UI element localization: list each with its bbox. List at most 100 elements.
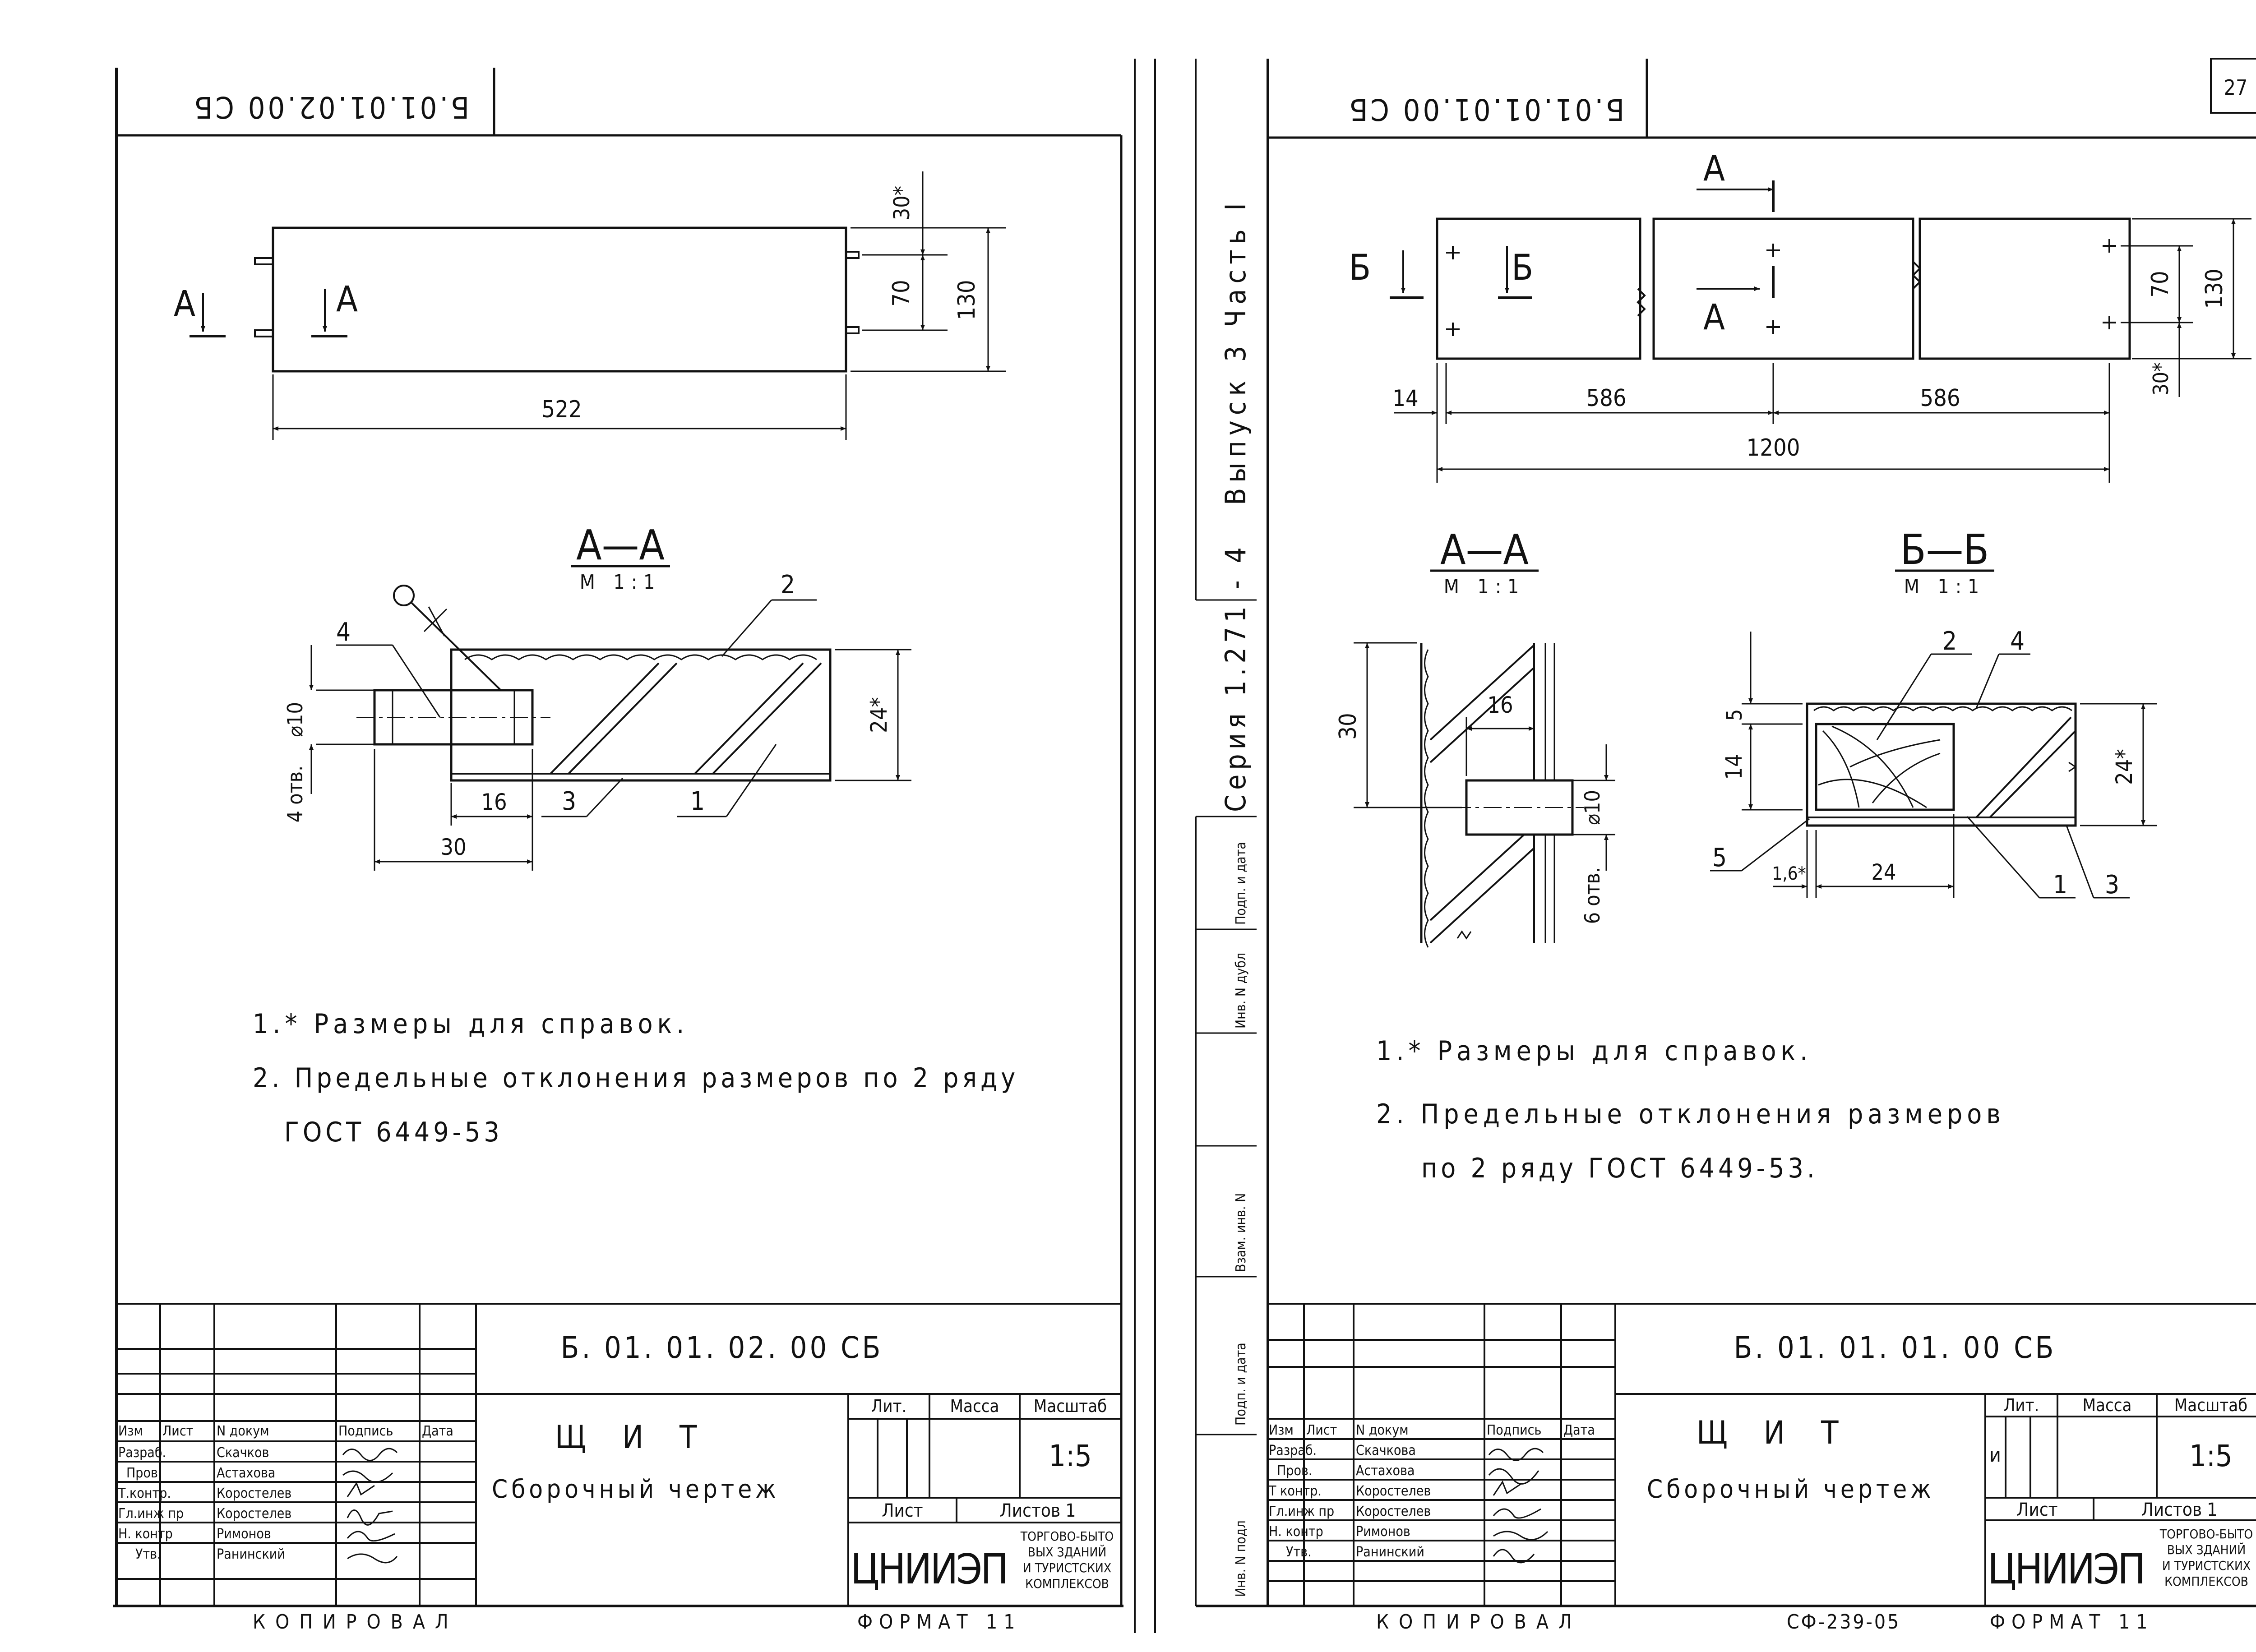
left-tb-org: ЦНИИЭП — [851, 1545, 1007, 1593]
side-stamp-3: Подп. и дата — [1233, 1343, 1249, 1426]
left-dim-24star: 24* — [866, 697, 892, 733]
right-note-2: 2. Предельные отклонения размеров — [1376, 1098, 2005, 1130]
left-cut-a-2: A — [336, 279, 358, 320]
right-tb-name1: Щ И Т — [1697, 1414, 1852, 1451]
right-note-3: по 2 ряду ГОСТ 6449-53. — [1421, 1153, 1818, 1184]
left-hdr-2: N докум — [217, 1423, 269, 1439]
right-label-5: 5 — [1712, 843, 1727, 872]
right-label-4: 4 — [2010, 627, 2025, 656]
right-name-0: Скачкова — [1356, 1443, 1416, 1458]
right-dim-1200: 1200 — [1746, 434, 1800, 461]
left-name-1: Астахова — [217, 1465, 275, 1481]
side-stamp: Выпуск 3 Часть I Серия 1.271 - 4 Подп. и… — [1219, 198, 1252, 1597]
right-tb-org-1: ТОРГОВО-БЫТО — [2159, 1527, 2253, 1541]
right-dim-130: 130 — [2201, 268, 2228, 309]
right-name-4: Римонов — [1356, 1524, 1410, 1540]
right-dim-586b: 586 — [1920, 385, 1960, 412]
side-issue: Выпуск 3 Часть I — [1219, 198, 1252, 505]
left-section-title: А—А — [576, 521, 665, 569]
left-note-3: ГОСТ 6449-53 — [284, 1117, 503, 1148]
left-label-4: 4 — [336, 618, 351, 647]
left-sheet-text: Б.01.01.02.00 СБ 522 30* 70 130 A A А—А … — [118, 90, 1114, 1634]
left-tb-org-4: КОМПЛЕКСОВ — [1025, 1576, 1109, 1591]
left-signatures — [342, 1448, 398, 1564]
left-hdr-4: Дата — [422, 1423, 453, 1439]
left-label-3: 3 — [562, 787, 576, 816]
right-hdr-0: Изм — [1269, 1422, 1294, 1438]
right-tb-org: ЦНИИЭП — [1988, 1545, 2144, 1593]
right-dim-14: 14 — [1392, 385, 1418, 411]
left-note-2: 2. Предельные отклонения размеров по 2 р… — [253, 1062, 1019, 1094]
right-role-5: Утв. — [1286, 1544, 1312, 1560]
right-hdr-2: N докум — [1356, 1422, 1409, 1438]
right-signatures — [1488, 1448, 1549, 1564]
left-role-0: Разраб. — [118, 1445, 166, 1461]
left-name-5: Ранинский — [217, 1546, 285, 1562]
left-tb-lit: Лит. — [871, 1396, 907, 1416]
right-label-2: 2 — [1942, 627, 1957, 656]
right-copied: КОПИРОВАЛ — [1376, 1610, 1582, 1634]
right-format: ФОРМАТ 11 — [1990, 1610, 2154, 1634]
right-dim-14b: 14 — [1721, 754, 1747, 780]
left-name-2: Коростелев — [217, 1486, 291, 1501]
left-name-3: Коростелев — [217, 1506, 291, 1522]
right-role-3: Гл.инж пр — [1269, 1504, 1334, 1519]
left-tb-scale: Масштаб — [1034, 1396, 1107, 1416]
right-role-2: Т контр. — [1268, 1483, 1322, 1499]
right-dim-1-6star: 1,6* — [1772, 863, 1806, 884]
side-stamp-4: Инв. N подл — [1233, 1520, 1249, 1597]
right-tb-name2: Сборочный чертеж — [1647, 1475, 1935, 1504]
right-cut-b-1: Б — [1349, 248, 1371, 288]
right-dim-holes: 6 отв. — [1580, 867, 1604, 924]
left-role-5: Утв. — [135, 1546, 161, 1562]
right-hdr-3: Подпись — [1487, 1422, 1541, 1438]
left-role-1: Пров. — [126, 1465, 162, 1481]
right-cut-a-2: А — [1703, 297, 1725, 338]
right-tb-org-4: КОМПЛЕКСОВ — [2164, 1574, 2248, 1589]
right-role-1: Пров. — [1277, 1463, 1312, 1479]
left-tb-name1: Щ И Т — [555, 1419, 710, 1456]
right-role-0: Разраб. — [1269, 1443, 1317, 1458]
right-tb-mass: Масса — [2083, 1395, 2132, 1415]
left-hdr-0: Изм — [118, 1423, 143, 1439]
left-copied: КОПИРОВАЛ — [253, 1610, 458, 1634]
right-tb-sheets: Листов 1 — [2141, 1500, 2218, 1520]
left-tb-sheets: Листов 1 — [1000, 1500, 1076, 1521]
left-tb-name2: Сборочный чертеж — [492, 1475, 780, 1504]
left-dim-16: 16 — [481, 789, 507, 815]
right-cut-a-1: А — [1703, 148, 1725, 189]
right-stamp: СФ-239-05 — [1787, 1610, 1900, 1634]
side-stamp-1: Инв. N дубл — [1233, 953, 1249, 1029]
right-dim-70: 70 — [2147, 271, 2174, 298]
right-dim-586a: 586 — [1586, 385, 1626, 412]
right-dim-30star: 30* — [2149, 362, 2173, 395]
left-dim-30: 30 — [440, 834, 466, 860]
right-code-top: Б.01.01.01.00 СБ — [1347, 92, 1624, 127]
left-tb-sheet: Лист — [882, 1500, 923, 1521]
right-name-1: Астахова — [1356, 1463, 1415, 1479]
left-tb-org-1: ТОРГОВО-БЫТО — [1020, 1529, 1114, 1544]
right-tb-lit: Лит. — [2004, 1395, 2039, 1415]
left-sheet — [113, 68, 1123, 1607]
left-role-2: Т.контр. — [118, 1486, 171, 1501]
left-tb-mass: Масса — [950, 1396, 999, 1416]
left-hdr-1: Лист — [162, 1423, 193, 1439]
right-note-1: 1.* Размеры для справок. — [1376, 1035, 1812, 1067]
left-note-1: 1.* Размеры для справок. — [253, 1008, 689, 1040]
side-stamp-2: Взам. инв. N — [1233, 1193, 1249, 1272]
right-role-4: Н. контр — [1269, 1524, 1323, 1540]
corner-number: 27 — [2224, 75, 2248, 100]
left-tb-org-3: И ТУРИСТСКИХ — [1023, 1560, 1111, 1575]
right-name-2: Коростелев — [1356, 1483, 1431, 1499]
left-dim-70: 70 — [888, 280, 915, 307]
right-name-5: Ранинский — [1356, 1544, 1424, 1560]
right-section-aa: А—А — [1440, 526, 1529, 574]
left-dim-30star: 30* — [889, 186, 915, 221]
side-series: Серия 1.271 - 4 — [1219, 543, 1252, 812]
left-dim-522: 522 — [541, 396, 582, 423]
right-tb-scale: Масштаб — [2174, 1395, 2247, 1415]
left-hdr-3: Подпись — [338, 1423, 393, 1439]
right-sheet-text: Б.01.01.01.00 СБ 27 Б Б А А 14 586 586 1… — [1268, 75, 2253, 1634]
left-dim-130: 130 — [953, 280, 980, 320]
